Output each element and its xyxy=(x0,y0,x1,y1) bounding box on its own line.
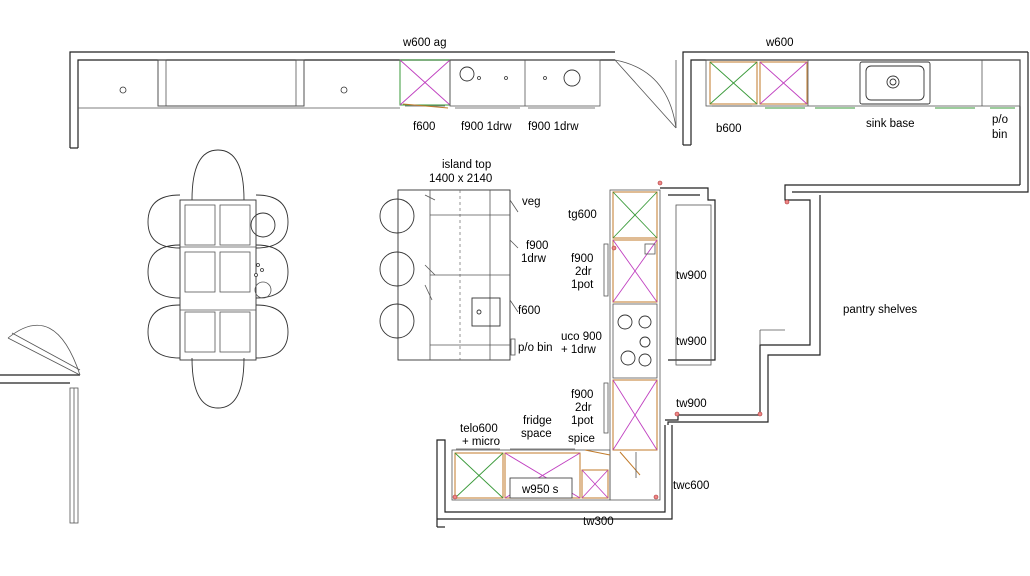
label-twc600: twc600 xyxy=(673,480,709,492)
label-po-bin-island: p/o bin xyxy=(518,342,553,354)
label-f900-island-1: f900 xyxy=(526,240,548,252)
label-fridge-1: fridge xyxy=(523,415,552,427)
label-f600-island: f600 xyxy=(518,305,540,317)
label-f900-2dr-b3: 1pot xyxy=(571,415,594,427)
top-right-bench xyxy=(705,59,1021,109)
label-sink-base: sink base xyxy=(866,118,915,130)
dining-table xyxy=(147,149,289,409)
label-w600: w600 xyxy=(765,37,794,49)
label-f900-2dr-a2: 2dr xyxy=(575,266,592,278)
label-spice: spice xyxy=(568,433,595,445)
label-uco900-1: uco 900 xyxy=(561,331,602,343)
label-f900-1drw-b: f900 1drw xyxy=(528,121,579,133)
label-tg600: tg600 xyxy=(568,209,597,221)
label-w950s: w950 s xyxy=(521,484,559,496)
label-veg: veg xyxy=(522,196,541,208)
label-island-top-1: island top xyxy=(442,159,491,171)
label-f900-2dr-b2: 2dr xyxy=(575,402,592,414)
label-telo600-2: + micro xyxy=(462,436,500,448)
label-b600: b600 xyxy=(716,123,742,135)
label-tw900-c: tw900 xyxy=(676,398,707,410)
label-f900-island-2: 1drw xyxy=(521,253,547,265)
label-tw900-b: tw900 xyxy=(676,336,707,348)
label-fridge-2: space xyxy=(521,428,552,440)
label-uco900-2: + 1drw xyxy=(561,344,597,356)
island xyxy=(379,189,519,361)
bottom-bench xyxy=(451,199,790,501)
label-po-bin-top-1: p/o xyxy=(992,114,1008,126)
label-island-top-2: 1400 x 2140 xyxy=(429,173,492,185)
label-telo600-1: telo600 xyxy=(460,423,498,435)
label-pantry-shelves: pantry shelves xyxy=(843,304,917,316)
label-f900-2dr-a3: 1pot xyxy=(571,279,594,291)
label-f900-2dr-b1: f900 xyxy=(571,389,593,401)
top-left-bench xyxy=(78,59,601,109)
label-f600-top: f600 xyxy=(413,121,435,133)
label-tw900-a: tw900 xyxy=(676,270,707,282)
label-f900-1drw-a: f900 1drw xyxy=(461,121,512,133)
label-w600-ag: w600 ag xyxy=(402,37,446,49)
kitchen-column xyxy=(603,180,663,501)
label-tw300: tw300 xyxy=(583,516,614,528)
labels: w600 ag w600 f600 f900 1drw f900 1drw b6… xyxy=(402,37,1008,528)
label-po-bin-top-2: bin xyxy=(992,129,1007,141)
label-f900-2dr-a1: f900 xyxy=(571,253,593,265)
